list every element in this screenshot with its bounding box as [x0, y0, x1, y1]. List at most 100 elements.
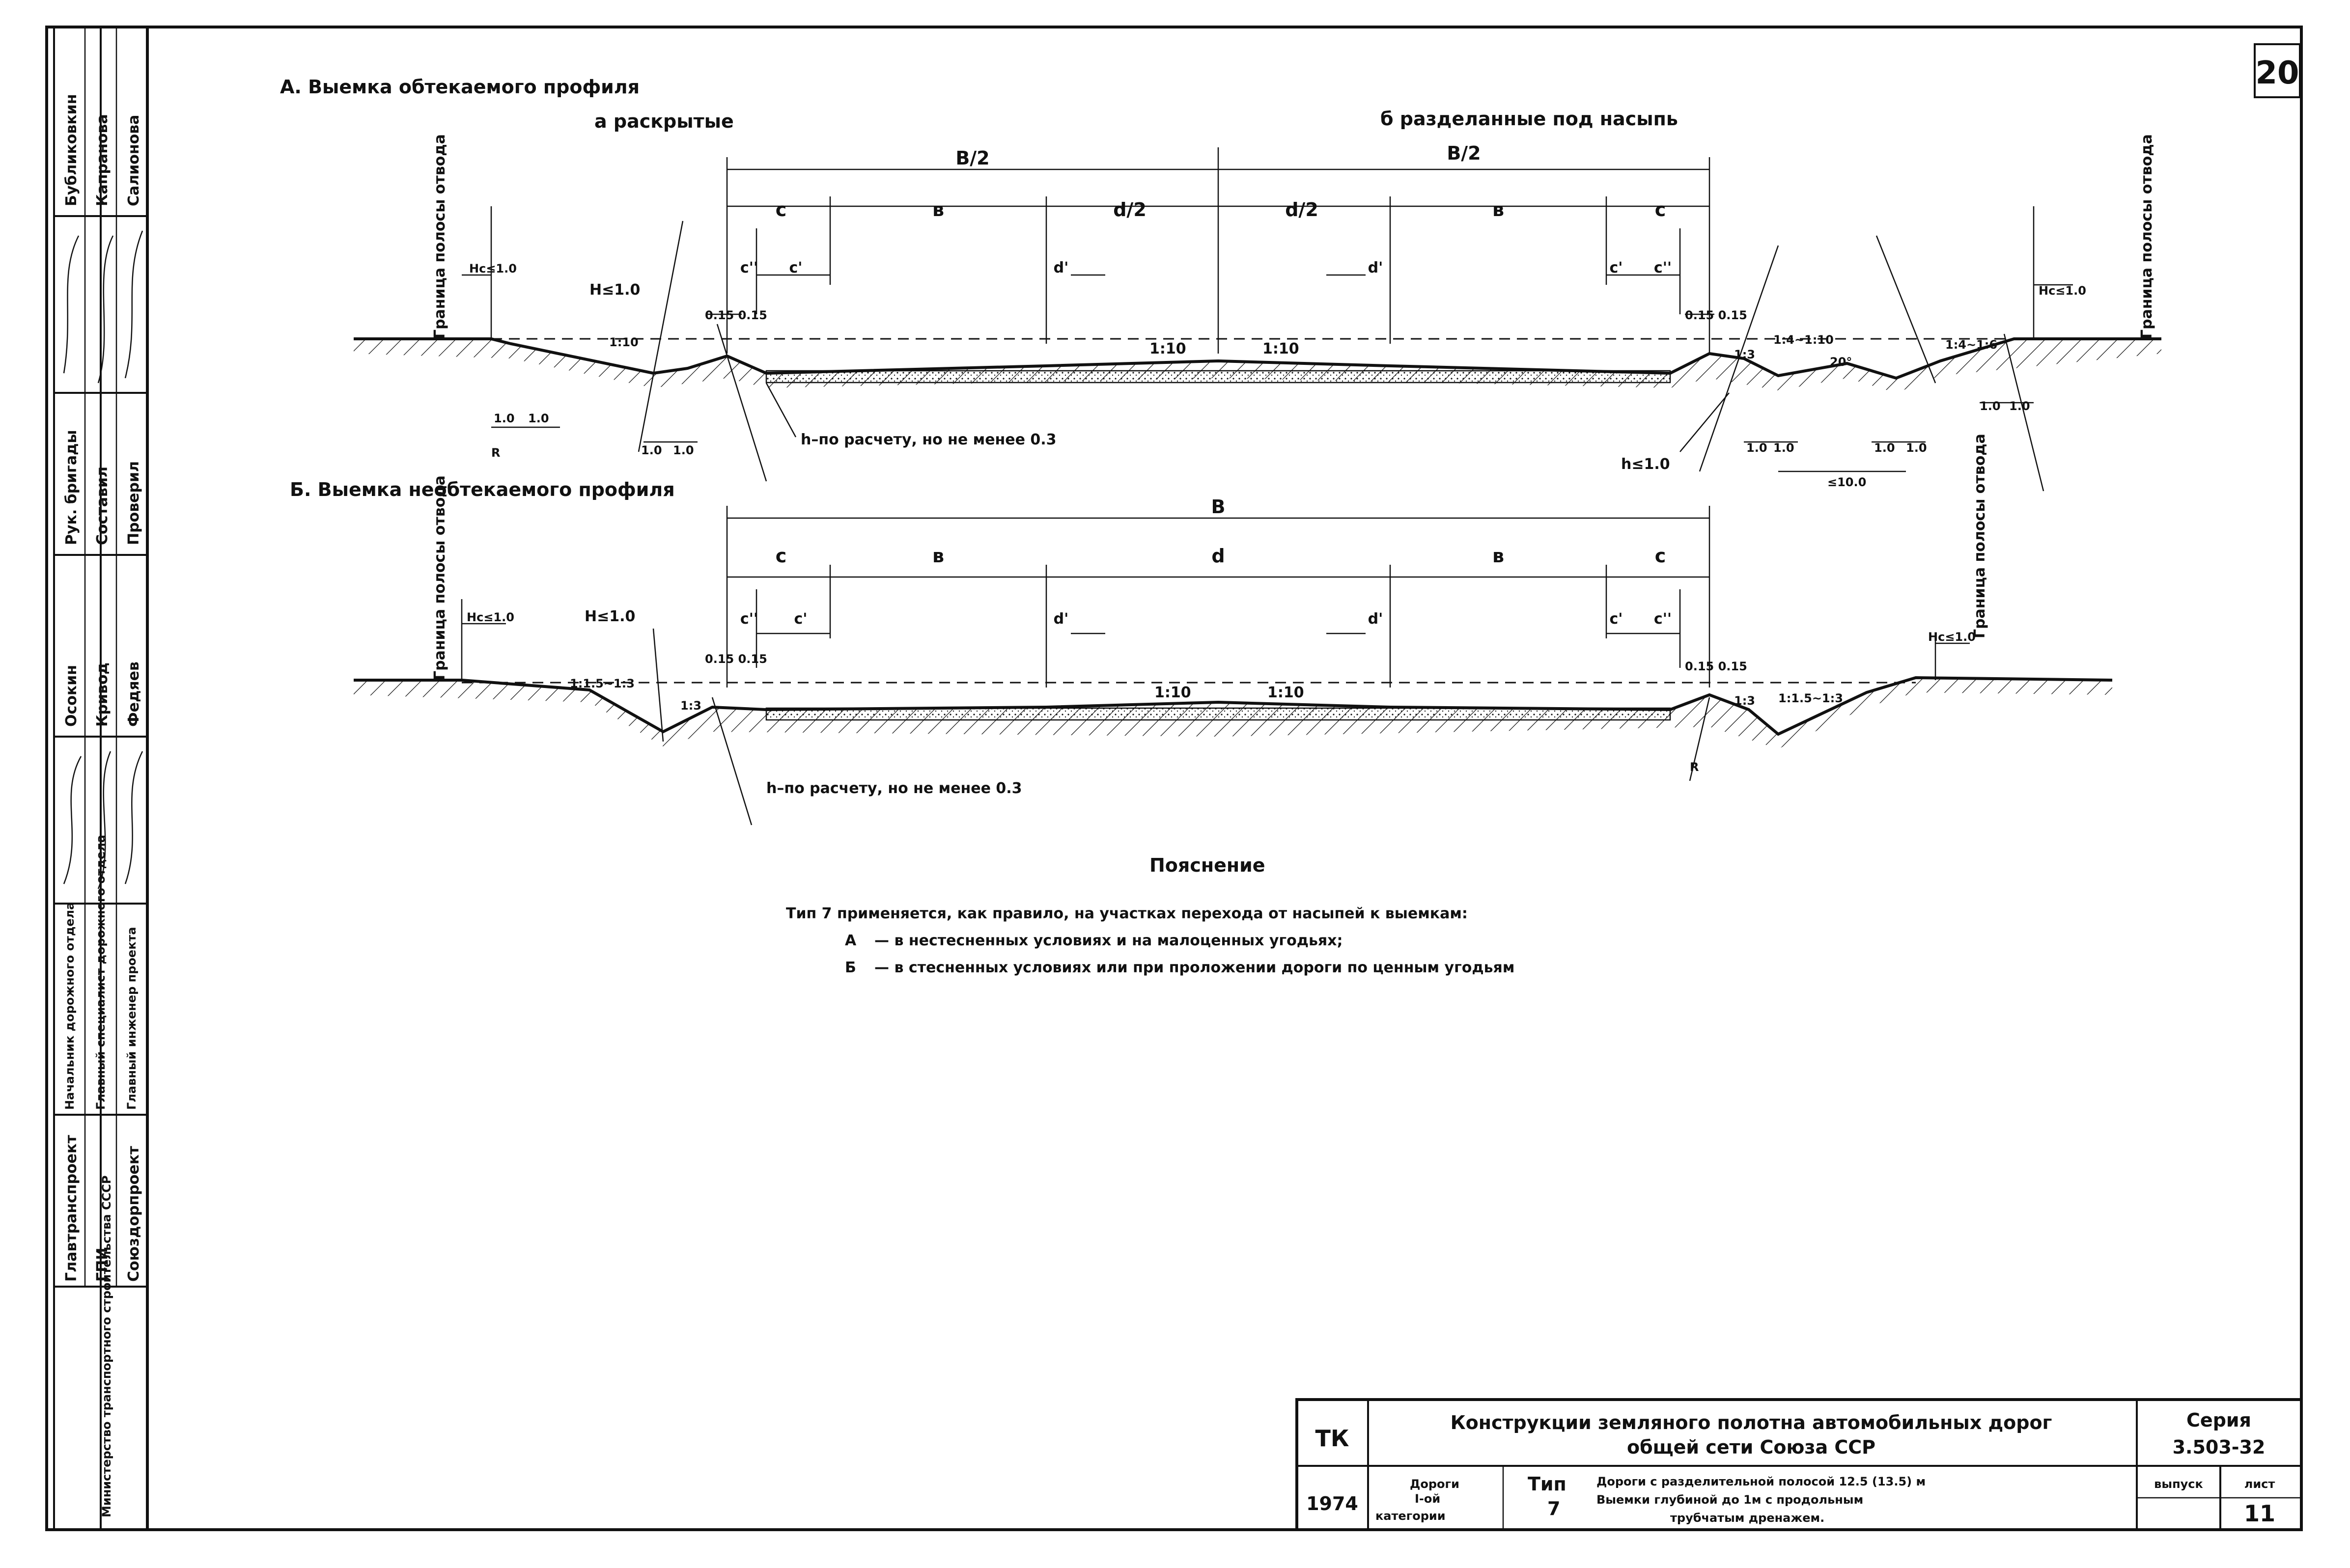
tb-tk: ТК — [1315, 1425, 1349, 1452]
dim-v-right: в — [1492, 199, 1504, 220]
section-a-subtitle-a: а раскрытые — [594, 110, 734, 132]
tb-series: 3.503-32 — [2173, 1436, 2266, 1458]
stamp-name-2: Капранова — [94, 114, 111, 206]
dim-v-left: в — [932, 199, 944, 220]
a-dim-right-c: 1.0 — [1874, 441, 1895, 455]
b-dim-c2-left: с'' — [740, 610, 758, 628]
a-slope-right-a: 1:3 — [1734, 348, 1755, 361]
a-dim-right-b: 1.0 — [1773, 441, 1794, 455]
a-dim-left-c: 1.0 — [641, 443, 662, 457]
dim-c2-right: с'' — [1654, 259, 1672, 276]
dim-d-half-left: d/2 — [1113, 199, 1147, 220]
a-ditch-right: 0.15 0.15 — [1685, 308, 1747, 322]
b-slope-left: 1:1.5~1:3 — [570, 677, 635, 690]
stamp-dept-2: Главный специалист дорожного отдела — [94, 835, 108, 1110]
explanation-key-b: Б — [845, 959, 856, 976]
a-h-note: h–по расчету, но не менее 0.3 — [801, 431, 1057, 448]
tb-type-label: Тип — [1528, 1473, 1567, 1495]
stamp-dept-3: Главный инженер проекта — [125, 927, 139, 1110]
section-b-dimensions — [726, 506, 1710, 688]
dim-c1-left: с' — [789, 259, 803, 276]
tb-type-num: 7 — [1547, 1498, 1560, 1519]
stamp-role-1: Рук. бригады — [63, 430, 80, 545]
b-slope-right-b: 1:1.5~1:3 — [1778, 691, 1843, 705]
b-right-boundary: Граница полосы отвода — [1971, 434, 1988, 638]
explanation-key-a: А — [845, 932, 857, 949]
b-r-mark: R — [1690, 760, 1699, 774]
explanation-line-2: — в нестесненных условиях и на малоценны… — [874, 932, 1343, 949]
tb-series-label: Серия — [2186, 1409, 2251, 1431]
b-ditch-right: 0.15 0.15 — [1685, 660, 1747, 673]
b-dim-c-left: с — [776, 545, 787, 567]
stamp-org-1: Главтранспроект — [63, 1135, 80, 1282]
a-h-right: h≤1.0 — [1621, 456, 1670, 473]
a-left-boundary: Граница полосы отвода — [431, 134, 448, 339]
b-dim-d1-right: d' — [1368, 610, 1383, 628]
stamp-dept-1: Начальник дорожного отдела — [63, 902, 77, 1110]
stamp-name-4: Осокин — [63, 665, 80, 727]
b-dim-d1-left: d' — [1054, 610, 1069, 628]
a-slope-right-c: 1:4~1:6 — [1945, 338, 1997, 352]
a-r-mark: R — [491, 446, 500, 460]
explanation-line-1: Тип 7 применяется, как правило, на участ… — [786, 905, 1468, 922]
tb-main-title-2: общей сети Союза ССР — [1627, 1436, 1875, 1458]
a-angle-right: 20° — [1830, 355, 1852, 369]
tb-desc-1: Дороги с разделительной полосой 12.5 (13… — [1596, 1475, 1926, 1488]
b-h-left: Н≤1.0 — [585, 608, 635, 625]
a-hc-left: Нс≤1.0 — [469, 262, 517, 275]
section-a-dimensions — [726, 147, 1710, 354]
dim-c-right: с — [1655, 199, 1666, 220]
section-b-title: Б. Выемка необтекаемого профиля — [290, 479, 675, 500]
title-block — [1295, 1398, 2303, 1531]
a-h-left: Н≤1.0 — [589, 281, 640, 299]
a-slope-center-left: 1:10 — [1149, 340, 1186, 358]
a-dim-left-a: 1.0 — [494, 412, 515, 425]
b-slope-center-right: 1:10 — [1267, 684, 1304, 701]
dim-d-half-right: d/2 — [1285, 199, 1318, 220]
sheet-number: 20 — [2255, 55, 2299, 91]
dim-d1-left: d' — [1054, 259, 1069, 276]
a-dim-right-e: 1.0 — [1980, 399, 2001, 413]
section-b-profile — [354, 599, 2113, 825]
stamp-ministry: Министерство транспортного строительства… — [100, 1176, 113, 1517]
a-ditch-left: 0.15 0.15 — [705, 308, 767, 322]
b-dim-c-right: с — [1655, 545, 1666, 567]
a-slope-left: 1:10 — [609, 335, 639, 349]
b-slope-right-a: 1:3 — [1734, 694, 1755, 708]
tb-year: 1974 — [1306, 1493, 1358, 1514]
stamp-name-6: Федяев — [125, 661, 142, 727]
b-dim-d: d — [1211, 545, 1225, 567]
tb-category: категории — [1375, 1509, 1446, 1523]
tb-main-title-1: Конструкции земляного полотна автомобиль… — [1451, 1412, 2052, 1433]
a-dim-left-d: 1.0 — [673, 443, 694, 457]
tb-desc-3: трубчатым дренажем. — [1670, 1511, 1824, 1525]
a-hc-right: Нс≤1.0 — [2039, 284, 2086, 298]
stamp-org-3: Союздорпроект — [125, 1146, 142, 1282]
signature-drawing-2 — [63, 751, 143, 889]
section-a-title: А. Выемка обтекаемого профиля — [280, 76, 640, 98]
a-right-boundary: Граница полосы отвода — [2138, 134, 2155, 339]
a-slope-center-right: 1:10 — [1262, 340, 1299, 358]
dim-c2-left: с'' — [740, 259, 758, 276]
b-hc-left: Нс≤1.0 — [467, 610, 514, 624]
tb-desc-2: Выемки глубиной до 1м с продольным — [1596, 1493, 1863, 1507]
b-left-boundary: Граница полосы отвода — [431, 475, 448, 680]
b-h-note: h–по расчету, но не менее 0.3 — [766, 780, 1022, 797]
b-hc-right: Нс≤1.0 — [1928, 630, 1976, 644]
tb-sheet: 11 — [2244, 1500, 2275, 1527]
section-a-profile — [354, 206, 2161, 492]
b-dim-c1-right: с' — [1610, 610, 1623, 628]
tb-roads: Дороги — [1410, 1477, 1459, 1491]
b-dim-v-right: в — [1492, 545, 1504, 567]
dim-c1-right: с' — [1610, 259, 1623, 276]
b-dim-b-full: В — [1211, 496, 1226, 518]
explanation-title: Пояснение — [1149, 854, 1265, 876]
tb-sheet-label: лист — [2244, 1477, 2275, 1491]
stamp-role-3: Проверил — [125, 461, 142, 545]
sheet-number-box — [2254, 43, 2301, 98]
stamp-name-5: Кривод — [94, 662, 111, 727]
stamp-name-1: Бубликовкин — [63, 94, 80, 206]
explanation-line-3: — в стесненных условиях или при проложен… — [874, 959, 1514, 976]
